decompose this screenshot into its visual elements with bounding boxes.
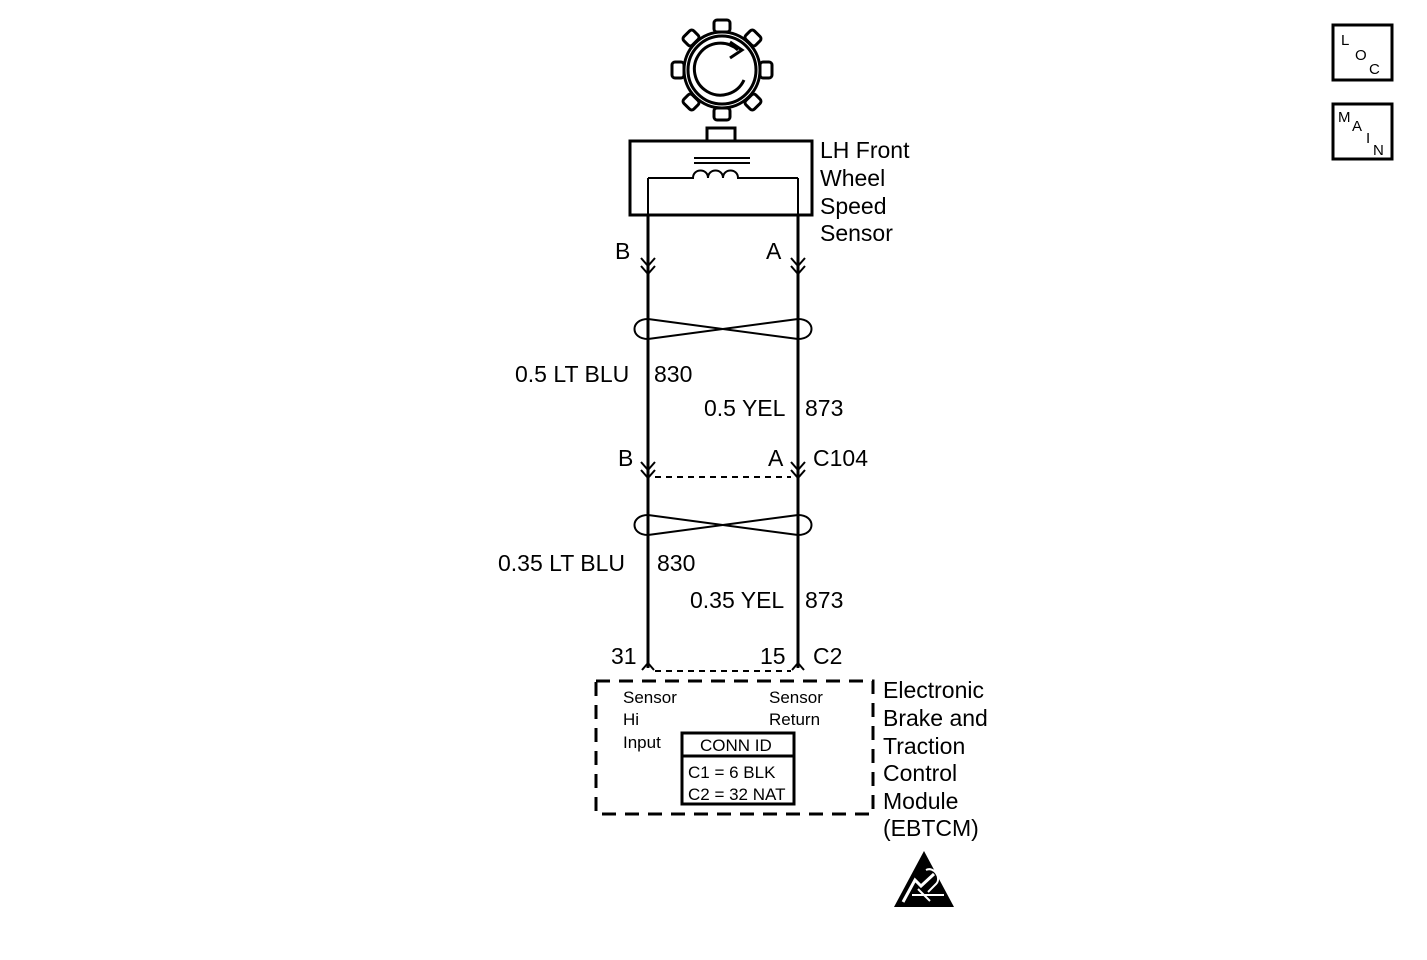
- sensor-connector: [640, 257, 806, 276]
- c2-pin-31: 31: [611, 643, 637, 669]
- loc-button[interactable]: L O C: [1331, 23, 1394, 82]
- sensor-name-line-4: Sensor: [820, 220, 893, 246]
- ebtcm-module: [594, 679, 875, 816]
- upper-right-wire-spec: 0.5 YEL: [704, 395, 786, 421]
- module-name-line-1: Electronic: [883, 677, 984, 703]
- connector-c2: [641, 661, 805, 672]
- connector-c104: [640, 461, 806, 480]
- c2-pin-15: 15: [760, 643, 786, 669]
- sensor-name-line-2: Wheel: [820, 165, 885, 191]
- upper-left-wire-circuit: 830: [654, 361, 692, 387]
- lower-left-wire-circuit: 830: [657, 550, 695, 576]
- c104-pin-b: B: [618, 445, 633, 471]
- conn-id-row-1: C1 = 6 BLK: [688, 763, 776, 782]
- left-pin-desc-line-3: Input: [623, 733, 661, 752]
- twisted-pair-icon: [633, 318, 813, 340]
- conn-id-row-2: C2 = 32 NAT: [688, 785, 785, 804]
- twisted-pair-icon-2: [633, 514, 813, 536]
- conn-id-title: CONN ID: [700, 736, 772, 755]
- module-name-line-6: (EBTCM): [883, 815, 979, 841]
- right-pin-desc-line-1: Sensor: [769, 688, 823, 707]
- lower-left-wire-spec: 0.35 LT BLU: [498, 550, 625, 576]
- right-pin-desc-line-2: Return: [769, 710, 820, 729]
- left-pin-desc-line-2: Hi: [623, 710, 639, 729]
- sensor-name-line-1: LH Front: [820, 137, 910, 163]
- upper-right-wire-circuit: 873: [805, 395, 843, 421]
- main-letter-4: N: [1373, 142, 1384, 159]
- sensor-pin-a: A: [766, 238, 782, 264]
- conn-id-table: CONN ID C1 = 6 BLK C2 = 32 NAT: [680, 731, 796, 806]
- c2-id: C2: [813, 643, 842, 669]
- loc-letter-1: L: [1341, 32, 1349, 49]
- main-letter-1: M: [1338, 109, 1351, 126]
- sensor-coil-icon: [647, 157, 799, 215]
- main-letter-2: A: [1352, 118, 1362, 135]
- wires: [646, 215, 800, 668]
- lower-right-wire-circuit: 873: [805, 587, 843, 613]
- module-name-line-4: Control: [883, 760, 957, 786]
- wheel-speed-sensor: [628, 126, 814, 217]
- main-button[interactable]: M A I N: [1331, 102, 1394, 161]
- c104-id: C104: [813, 445, 868, 471]
- sensor-pin-b: B: [615, 238, 630, 264]
- loc-letter-2: O: [1355, 47, 1367, 64]
- main-letter-3: I: [1366, 130, 1370, 147]
- lower-right-wire-spec: 0.35 YEL: [690, 587, 784, 613]
- tone-wheel-icon: [670, 18, 774, 122]
- module-name-line-2: Brake and: [883, 705, 988, 731]
- upper-left-wire-spec: 0.5 LT BLU: [515, 361, 629, 387]
- sensor-name-line-3: Speed: [820, 193, 887, 219]
- loc-letter-3: C: [1369, 61, 1380, 78]
- module-name-line-5: Module: [883, 788, 958, 814]
- esd-warning-icon: [894, 851, 954, 907]
- module-name-line-3: Traction: [883, 733, 965, 759]
- c104-pin-a: A: [768, 445, 784, 471]
- left-pin-desc-line-1: Sensor: [623, 688, 677, 707]
